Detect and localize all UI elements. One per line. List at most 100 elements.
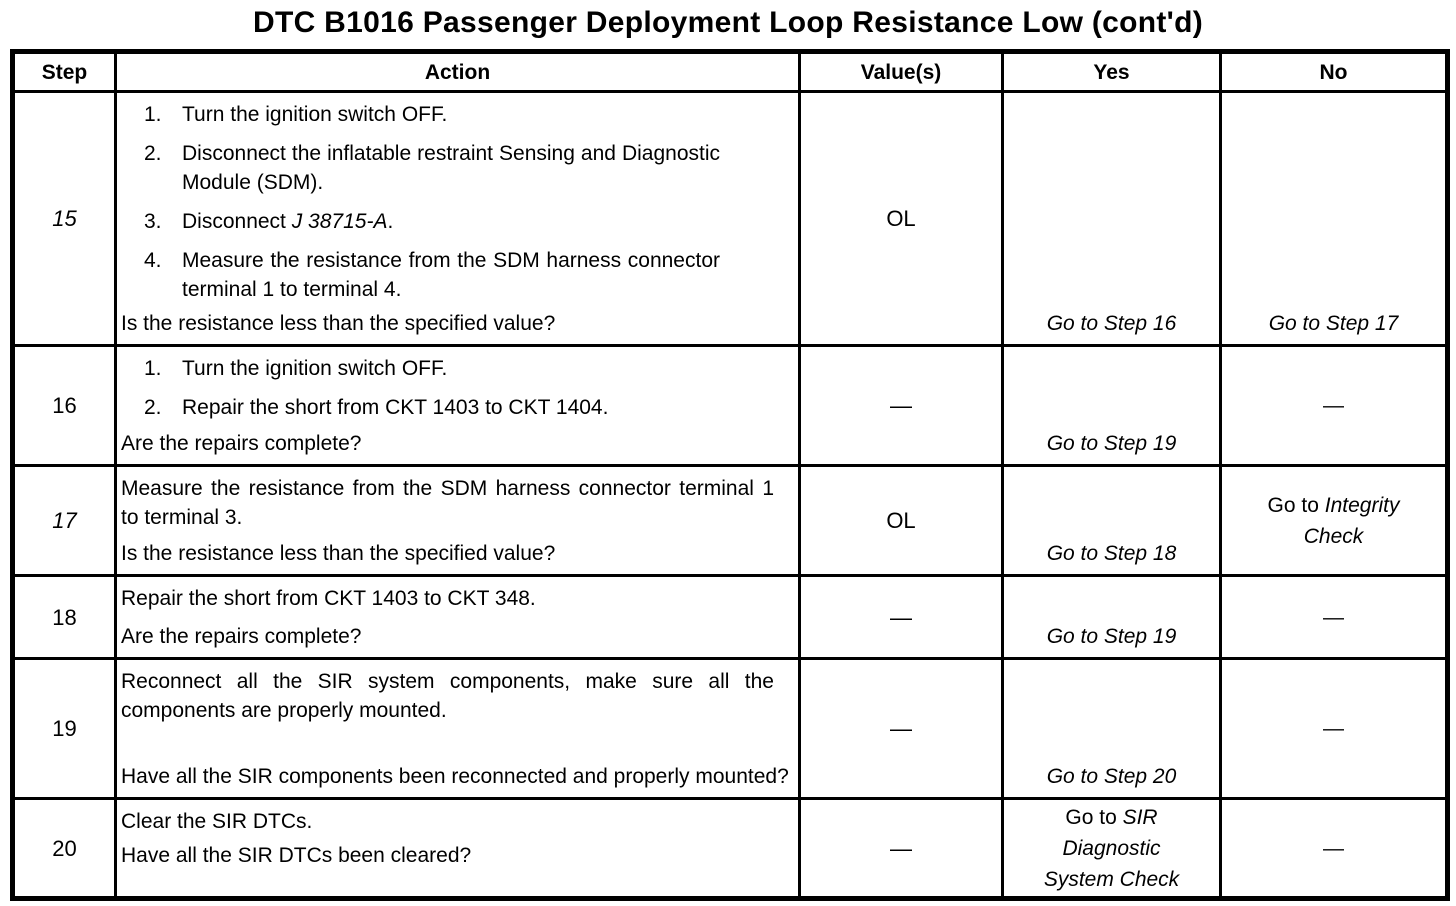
item-number: 1. [144,357,162,380]
text-segment: Go to Step 16 [1046,312,1177,335]
step-cell: 15 [11,90,117,347]
yes-cell: Go to Step 19 [1001,574,1222,660]
text-segment: System Check [1043,867,1180,891]
action-cell: Repair the short from CKT 1403 to CKT 34… [114,574,801,660]
action-instructions: 1. Turn the ignition switch OFF. 2.Repair … [119,354,797,422]
text-segment: Measure the resistance from the SDM harn… [182,249,720,301]
text-segment: Go to Step 19 [1046,432,1177,455]
text-segment: Diagnostic [1062,836,1161,860]
item-text: Disconnect J 38715-A. [182,207,720,236]
item-number: 3. [144,210,162,233]
action-numbered-item: 4. Measure the resistance from the SDM ha… [119,246,797,304]
value-cell: OL [798,464,1004,577]
yes-text: Go to Step 19 [1006,428,1218,463]
yes-text: Go to Step 20 [1006,761,1218,796]
item-number: 1. [144,103,162,126]
step-cell: 16 [11,344,117,467]
no-cell: — [1219,797,1449,900]
text-segment: Go to Step 17 [1268,312,1399,335]
item-number: 4. [144,249,162,272]
item-number: 2. [144,142,162,165]
yes-text: Go to Step 16 [1006,308,1218,343]
text-segment: Go to Step 18 [1046,542,1177,565]
col-header-values: Value(s) [798,50,1004,93]
no-text: — [1224,602,1445,633]
value-cell: — [798,657,1004,800]
action-question: Have all the SIR DTCs been cleared? [121,844,472,867]
step-cell: 19 [11,657,117,800]
value-cell: OL [798,90,1004,347]
action-question: Have all the SIR components been reconne… [121,765,789,788]
item-text: Measure the resistance from the SDM harn… [182,246,720,304]
text-segment: Turn the ignition switch OFF. [182,103,448,126]
text-segment: Disconnect [182,210,292,233]
action-content: Reconnect all the SIR system components,… [119,662,797,795]
yes-text: Go to Step 19 [1006,621,1218,656]
action-cell: 1. Turn the ignition switch OFF. 2.Repair … [114,344,801,467]
action-paragraph: Clear the SIR DTCs. [121,810,313,833]
manual-page: DTC B1016 Passenger Deployment Loop Resi… [0,6,1456,901]
text-segment: — [1323,717,1344,740]
action-numbered-item: 2.Repair the short from CKT 1403 to CKT … [119,393,797,422]
action-content: Repair the short from CKT 1403 to CKT 34… [119,579,797,655]
value-cell: — [798,574,1004,660]
text-segment: Turn the ignition switch OFF. [182,357,448,380]
text-segment: SIR [1122,805,1158,829]
step-number: 18 [52,604,77,630]
page-title: DTC B1016 Passenger Deployment Loop Resi… [252,6,1204,39]
yes-cell: Go to Step 18 [1001,464,1222,577]
text-segment: Disconnect the inflatable restraint Sens… [182,142,720,194]
action-paragraph: Measure the resistance from the SDM harn… [121,477,774,529]
no-cell: — [1219,657,1449,800]
text-segment: J 38715-A [291,210,388,233]
text-segment: Go to [1267,493,1325,517]
action-question: Are the repairs complete? [121,625,362,648]
text-segment: — [1323,605,1344,629]
text-segment: Check [1303,524,1364,548]
action-paragraph: Reconnect all the SIR system components,… [121,670,774,722]
action-cell: Measure the resistance from the SDM harn… [114,464,801,577]
text-segment: . [387,210,394,233]
no-text: Go to Step 17 [1224,308,1445,343]
action-content: Measure the resistance from the SDM harn… [119,469,797,572]
item-text: Turn the ignition switch OFF. [182,354,720,383]
action-paragraph: Repair the short from CKT 1403 to CKT 34… [121,587,536,610]
item-number: 2. [144,396,162,419]
step-number: 16 [52,393,77,418]
step-cell: 17 [11,464,117,577]
action-cell: Reconnect all the SIR system components,… [114,657,801,800]
action-question: Is the resistance less than the specifie… [121,312,556,335]
value-cell: — [798,344,1004,467]
table-row: 20 Clear the SIR DTCs. Have all the SIR DT… [11,797,1449,900]
action-numbered-item: 3. Disconnect J 38715-A. [119,207,797,236]
action-cell: Clear the SIR DTCs. Have all the SIR DTCs… [114,797,801,900]
yes-text: Go to Step 18 [1006,538,1218,573]
step-number: 20 [52,835,77,861]
action-cell: 1. Turn the ignition switch OFF. 2. Disconn… [114,90,801,347]
action-instructions: Clear the SIR DTCs. [119,807,797,836]
yes-cell: Go to Step 16 [1001,90,1222,347]
step-number: 19 [52,716,77,741]
table-row: 16 1. Turn the ignition switch OFF. 2.Repai… [11,344,1449,467]
action-question: Is the resistance less than the specifie… [121,542,556,565]
no-text: — [1224,833,1445,864]
header-row: Step Action Value(s) Yes No [11,50,1449,93]
item-text: Turn the ignition switch OFF. [182,100,720,129]
table-row: 15 1. Turn the ignition switch OFF. 2. Disco… [11,90,1449,347]
action-instructions: Reconnect all the SIR system components,… [119,667,797,725]
step-cell: 18 [11,574,117,660]
action-numbered-item: 1. Turn the ignition switch OFF. [119,354,797,383]
action-content: 1. Turn the ignition switch OFF. 2. Disconn… [119,95,797,342]
action-numbered-item: 1. Turn the ignition switch OFF. [119,100,797,129]
col-header-yes: Yes [1001,50,1222,93]
action-numbered-item: 2. Disconnect the inflatable restraint Se… [119,139,797,197]
action-content: 1. Turn the ignition switch OFF. 2.Repair … [119,349,797,462]
action-instructions: 1. Turn the ignition switch OFF. 2. Disconn… [119,100,797,304]
table-row: 18 Repair the short from CKT 1403 to CKT … [11,574,1449,660]
action-instructions: Measure the resistance from the SDM harn… [119,474,797,532]
step-number: 17 [52,508,77,533]
